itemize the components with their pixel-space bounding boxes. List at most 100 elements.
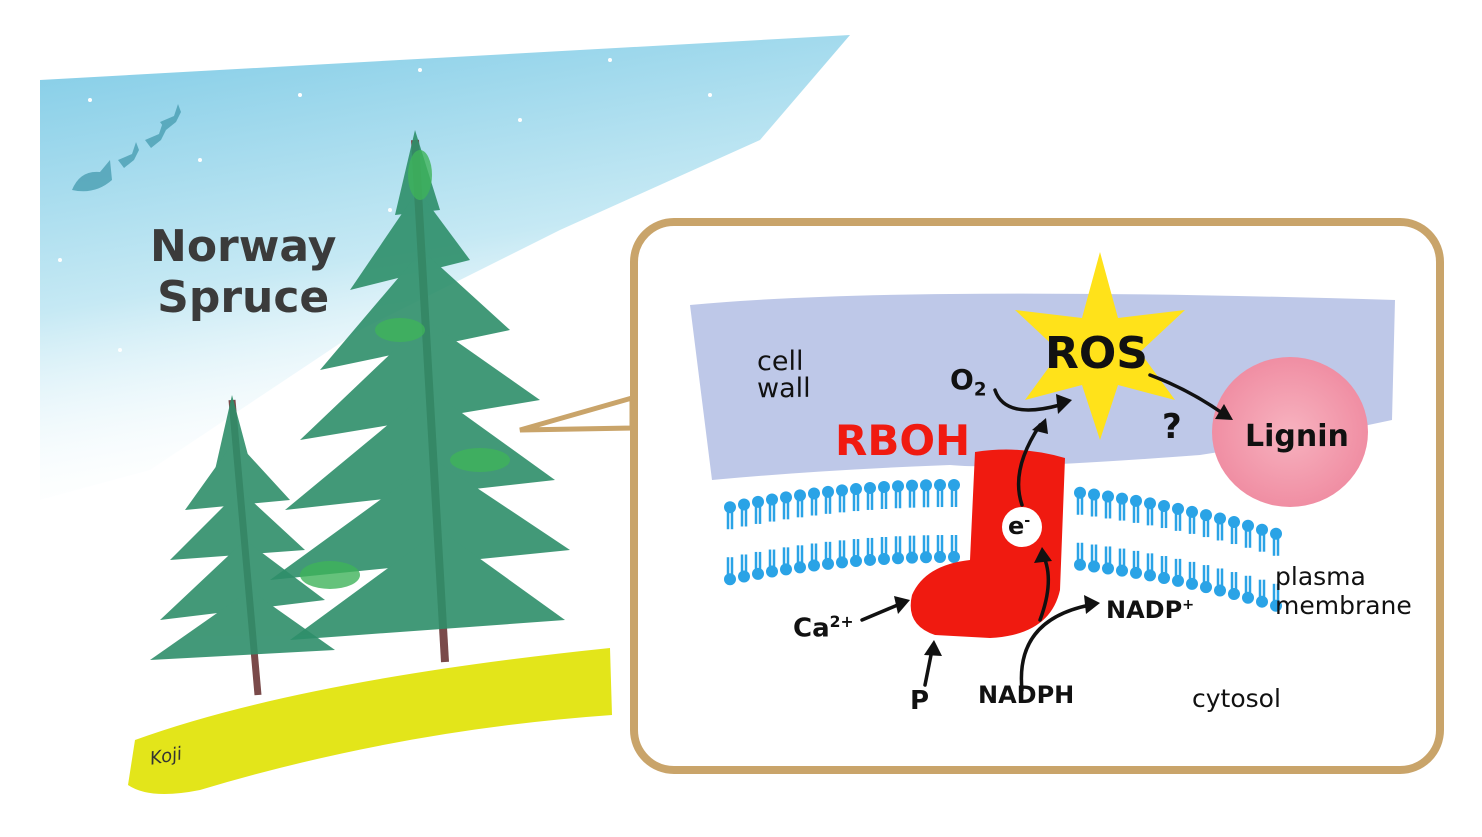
lipid-head xyxy=(934,551,946,564)
rboh-protein xyxy=(910,449,1065,638)
lignin-label: Lignin xyxy=(1245,419,1349,454)
cytosol-label: cytosol xyxy=(1192,684,1281,713)
lipid-head xyxy=(1172,502,1184,515)
snowflakes xyxy=(58,58,712,352)
lipid-head xyxy=(1256,595,1268,608)
lipid-head xyxy=(1158,572,1170,585)
lipid-head xyxy=(1200,509,1212,522)
lipid-head xyxy=(752,495,764,508)
electron-base: e xyxy=(1008,512,1025,540)
o2-base: O xyxy=(950,363,974,396)
lipid-head xyxy=(808,487,820,500)
lipid-head xyxy=(1074,486,1086,499)
lipid-head xyxy=(794,489,806,502)
cell-wall-label: cell wall xyxy=(757,348,811,402)
ground xyxy=(128,648,612,794)
lipid-head xyxy=(1074,558,1086,571)
lipid-head xyxy=(1242,519,1254,532)
cell-wall-line1: cell xyxy=(757,346,804,377)
plasma-membrane-lipids xyxy=(724,479,1282,612)
title-line2: Spruce xyxy=(157,271,330,323)
lipid-head xyxy=(1256,523,1268,536)
lipid-head xyxy=(906,479,918,492)
nadp-sup: + xyxy=(1182,597,1195,613)
lipid-head xyxy=(738,570,750,583)
callout-pointer xyxy=(519,394,635,433)
nadp-label: NADP+ xyxy=(1106,598,1194,622)
lipid-head xyxy=(724,573,736,586)
lipid-head xyxy=(1214,512,1226,525)
lipid-head xyxy=(1102,562,1114,575)
lipid-head xyxy=(766,565,778,578)
arrows xyxy=(860,373,1227,692)
ros-star xyxy=(1015,252,1185,440)
lipid-head xyxy=(850,555,862,568)
lipid-head xyxy=(780,563,792,576)
lipid-head xyxy=(1144,569,1156,582)
electron-circle xyxy=(1002,507,1042,547)
lipid-head xyxy=(1228,588,1240,601)
lipid-head xyxy=(1102,490,1114,503)
ros-label: ROS xyxy=(1045,328,1148,379)
lipid-head xyxy=(1228,516,1240,529)
lipid-head xyxy=(948,479,960,492)
lipid-head xyxy=(1088,560,1100,573)
lipid-head xyxy=(864,553,876,566)
lipid-head xyxy=(892,480,904,493)
lipid-head xyxy=(920,479,932,492)
lipid-head xyxy=(920,551,932,564)
lignin-blob xyxy=(1212,357,1368,507)
sleigh-reindeer-icon xyxy=(72,104,181,192)
rboh-label: RBOH xyxy=(835,416,971,465)
lipid-head xyxy=(878,481,890,493)
lipid-head xyxy=(934,479,946,492)
arrowheads xyxy=(894,394,1233,656)
lipid-head xyxy=(1116,564,1128,577)
lipid-head xyxy=(836,556,848,569)
lipid-head xyxy=(808,559,820,572)
sky xyxy=(40,35,850,500)
plasma-membrane-line1: plasma xyxy=(1275,562,1366,591)
lipid-head xyxy=(1116,492,1128,505)
lipid-head xyxy=(724,501,736,514)
lipid-head xyxy=(1270,527,1282,540)
cell-wall-line2: wall xyxy=(757,373,811,404)
lipid-head xyxy=(878,553,890,565)
lipid-head xyxy=(948,551,960,564)
lipid-head xyxy=(1186,577,1198,590)
lipid-head xyxy=(794,561,806,574)
lipid-head xyxy=(766,493,778,506)
lipid-head xyxy=(1242,591,1254,604)
nadph-label: NADPH xyxy=(978,681,1075,709)
calcium-base: Ca xyxy=(793,613,830,644)
lipid-head xyxy=(1214,584,1226,597)
electron-label: e- xyxy=(1008,514,1030,538)
lipid-head xyxy=(1186,505,1198,518)
lipid-head xyxy=(836,484,848,497)
nadp-base: NADP xyxy=(1106,596,1183,624)
electron-sup: - xyxy=(1024,513,1031,529)
calcium-label: Ca2+ xyxy=(793,613,854,644)
tall-spruce-tree xyxy=(270,130,570,663)
lipid-head xyxy=(1172,574,1184,587)
lipid-head xyxy=(1158,500,1170,513)
lipid-head xyxy=(1130,566,1142,579)
lipid-head xyxy=(1200,581,1212,594)
title-line1: Norway xyxy=(150,221,337,272)
lipid-head xyxy=(864,481,876,494)
question-mark: ? xyxy=(1162,407,1182,447)
lipid-head xyxy=(1270,599,1282,612)
lipid-head xyxy=(850,483,862,496)
lipid-head xyxy=(1088,488,1100,501)
lipid-head xyxy=(752,567,764,580)
plasma-membrane-line2: membrane xyxy=(1275,590,1412,620)
small-spruce-tree xyxy=(150,395,335,696)
title-norway-spruce: Norway Spruce xyxy=(150,221,337,323)
calcium-sup: 2+ xyxy=(829,613,854,631)
lipid-head xyxy=(906,551,918,564)
phosphate-label: P xyxy=(910,686,930,716)
lipid-head xyxy=(822,485,834,498)
lipid-head xyxy=(892,552,904,565)
lipid-head xyxy=(822,557,834,570)
